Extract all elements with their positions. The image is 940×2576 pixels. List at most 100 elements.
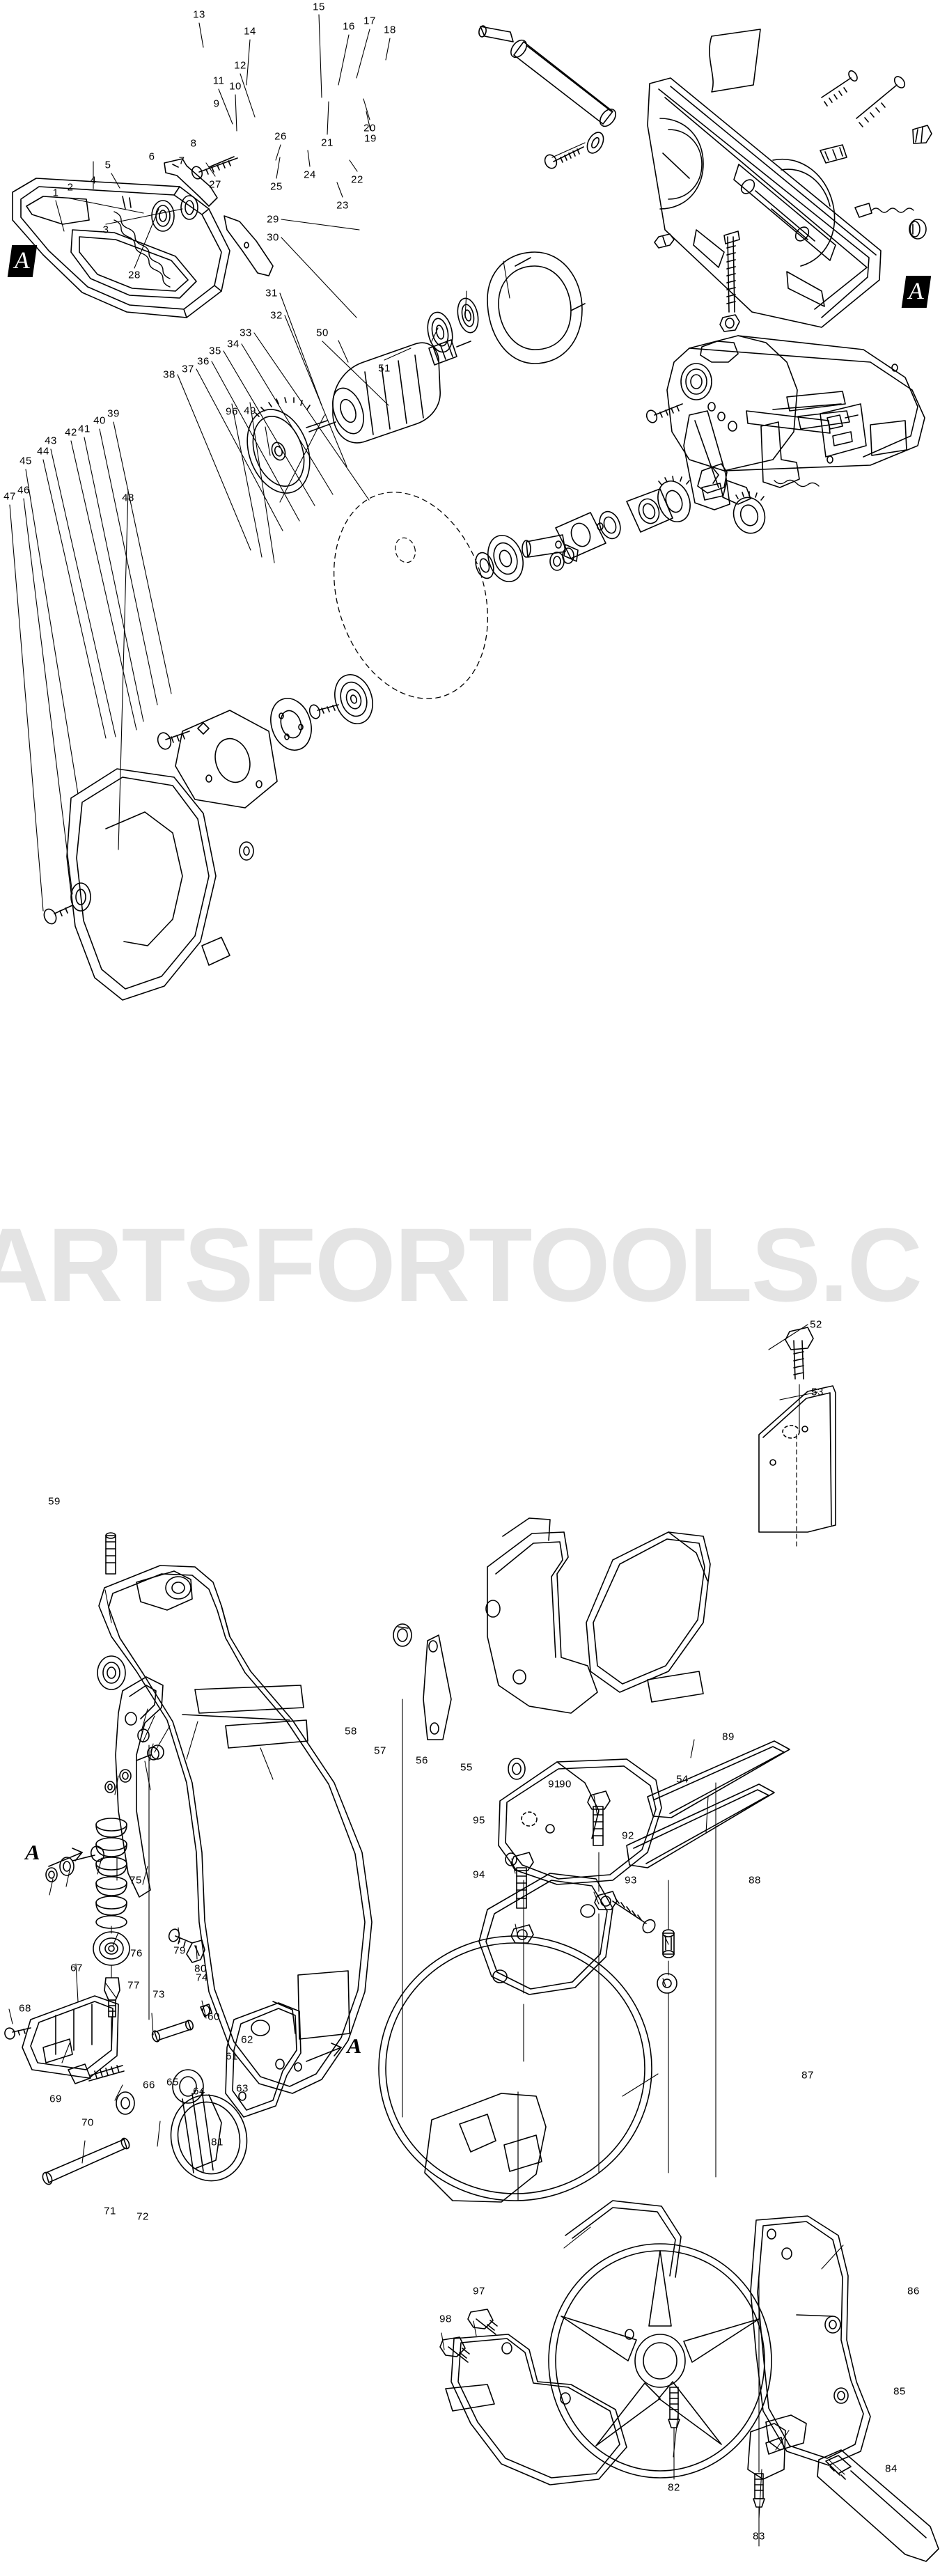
callout-35: 35: [209, 345, 221, 357]
callout-49: 49: [244, 405, 256, 417]
callout-16: 16: [343, 20, 355, 33]
callout-5: 5: [104, 159, 111, 171]
callout-20: 20: [363, 122, 376, 134]
callout-38: 38: [163, 368, 175, 381]
callout-14: 14: [244, 25, 256, 38]
callout-12: 12: [234, 59, 246, 72]
callout-73: 73: [152, 1988, 165, 2001]
callout-86: 86: [907, 2285, 920, 2297]
callout-62: 62: [241, 2034, 253, 2046]
callout-84: 84: [885, 2462, 898, 2475]
callout-30: 30: [267, 231, 279, 244]
callout-46: 46: [17, 484, 30, 497]
callout-65: 65: [166, 2076, 179, 2089]
callout-87: 87: [801, 2069, 814, 2082]
callout-71: 71: [104, 2205, 116, 2217]
callout-93: 93: [625, 1874, 637, 1887]
callout-28: 28: [128, 269, 141, 281]
callout-47: 47: [3, 490, 16, 503]
callout-95: 95: [473, 1814, 485, 1827]
callout-75: 75: [130, 1874, 142, 1887]
callout-34: 34: [227, 338, 240, 350]
callout-1: 1: [52, 187, 59, 199]
callout-21: 21: [321, 136, 334, 149]
callout-94: 94: [473, 1868, 485, 1881]
callout-50: 50: [316, 327, 329, 339]
callout-60: 60: [207, 2011, 220, 2023]
callout-53: 53: [811, 1386, 824, 1398]
callout-11: 11: [212, 75, 225, 87]
callout-97: 97: [473, 2285, 485, 2297]
callout-3: 3: [102, 224, 109, 236]
callout-64: 64: [193, 2085, 205, 2098]
callout-37: 37: [182, 363, 194, 375]
callout-48: 48: [122, 492, 134, 504]
callout-41: 41: [78, 423, 91, 435]
callout-89: 89: [722, 1731, 735, 1743]
callout-72: 72: [136, 2210, 149, 2223]
callout-27: 27: [209, 178, 221, 191]
callout-52: 52: [810, 1318, 822, 1331]
callout-13: 13: [193, 8, 205, 21]
callout-23: 23: [336, 199, 349, 212]
callout-59: 59: [48, 1495, 61, 1508]
callout-25: 25: [270, 180, 283, 193]
callout-74: 74: [196, 1972, 208, 1984]
callout-69: 69: [49, 2093, 62, 2105]
callout-24: 24: [304, 169, 316, 181]
callout-36: 36: [197, 355, 210, 368]
detail-marker-a-gearhousing: A: [901, 276, 932, 308]
callout-85: 85: [893, 2385, 906, 2398]
watermark-text: ARTSFORTOOLS.C: [0, 1206, 923, 1323]
callout-10: 10: [229, 80, 242, 93]
callout-7: 7: [178, 155, 185, 167]
callout-39: 39: [107, 407, 120, 420]
callout-9: 9: [213, 97, 220, 110]
callout-98: 98: [439, 2313, 452, 2325]
callout-56: 56: [416, 1754, 428, 1767]
callout-83: 83: [753, 2530, 765, 2543]
callout-6: 6: [148, 150, 155, 163]
callout-2: 2: [67, 181, 74, 194]
callout-44: 44: [37, 445, 49, 458]
callout-42: 42: [65, 426, 77, 439]
callout-18: 18: [384, 24, 396, 36]
callout-77: 77: [127, 1979, 140, 1992]
callout-54: 54: [676, 1773, 689, 1786]
callout-8: 8: [190, 137, 197, 150]
callout-19: 19: [364, 132, 377, 145]
callout-31: 31: [265, 287, 278, 299]
callout-4: 4: [90, 174, 97, 187]
callout-40: 40: [93, 414, 106, 427]
callout-92: 92: [622, 1829, 634, 1842]
callout-29: 29: [267, 213, 279, 226]
callout-68: 68: [19, 2002, 31, 2015]
callout-67: 67: [70, 1962, 83, 1974]
callout-51: 51: [378, 362, 391, 375]
callout-81: 81: [211, 2136, 224, 2148]
callout-22: 22: [351, 173, 363, 186]
callout-57: 57: [374, 1744, 386, 1757]
callout-70: 70: [81, 2116, 94, 2129]
callout-80: 80: [194, 1962, 207, 1975]
callout-79: 79: [173, 1944, 186, 1957]
callout-76: 76: [130, 1947, 143, 1960]
callout-17: 17: [363, 15, 376, 27]
callout-32: 32: [270, 309, 283, 322]
callout-58: 58: [345, 1725, 357, 1738]
callout-90: 90: [559, 1778, 572, 1790]
callout-43: 43: [45, 435, 57, 447]
callout-82: 82: [668, 2481, 680, 2494]
callout-15: 15: [313, 1, 325, 13]
callout-61: 61: [226, 2050, 238, 2063]
callout-91: 91: [548, 1778, 561, 1790]
callout-88: 88: [749, 1874, 761, 1887]
callout-63: 63: [236, 2082, 249, 2095]
callout-55: 55: [460, 1761, 473, 1774]
callout-33: 33: [240, 327, 252, 339]
callout-45: 45: [19, 455, 32, 467]
callout-66: 66: [143, 2079, 155, 2091]
callout-96: 96: [226, 405, 238, 418]
